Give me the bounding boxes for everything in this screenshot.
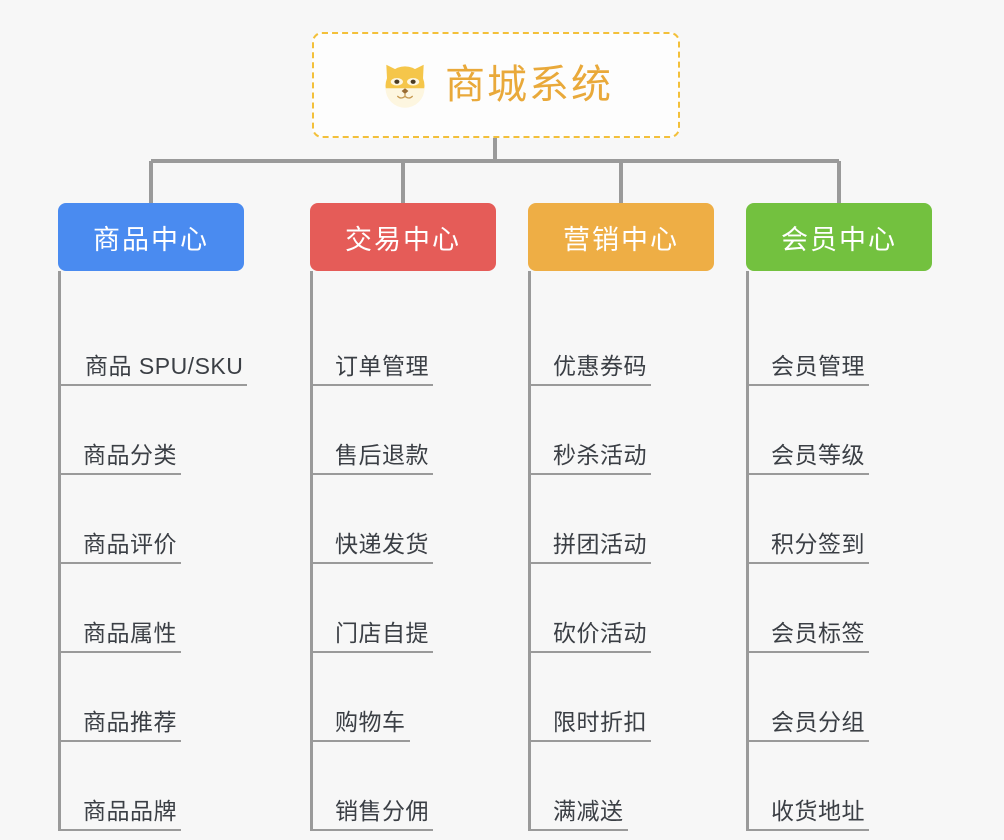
list-item[interactable]: 商品 SPU/SKU bbox=[61, 297, 285, 386]
list-item[interactable]: 限时折扣 bbox=[531, 653, 755, 742]
list-item[interactable]: 会员管理 bbox=[749, 297, 973, 386]
leaf-list-member: 会员管理 会员等级 积分签到 会员标签 会员分组 收货地址 bbox=[746, 271, 973, 831]
category-header-label: 会员中心 bbox=[781, 224, 897, 255]
leaf-label: 售后退款 bbox=[313, 444, 433, 475]
list-item[interactable]: 秒杀活动 bbox=[531, 386, 755, 475]
leaf-label: 商品 SPU/SKU bbox=[61, 355, 248, 386]
category-header-product[interactable]: 商品中心 bbox=[58, 203, 244, 271]
category-header-label: 营销中心 bbox=[563, 224, 679, 255]
leaf-label: 会员分组 bbox=[749, 711, 869, 742]
list-item[interactable]: 订单管理 bbox=[313, 297, 537, 386]
leaf-label: 收货地址 bbox=[749, 800, 869, 831]
leaf-list-marketing: 优惠券码 秒杀活动 拼团活动 砍价活动 限时折扣 满减送 bbox=[528, 271, 755, 831]
leaf-label: 砍价活动 bbox=[531, 622, 651, 653]
list-item[interactable]: 会员等级 bbox=[749, 386, 973, 475]
list-item[interactable]: 商品推荐 bbox=[61, 653, 285, 742]
leaf-label: 商品属性 bbox=[61, 622, 181, 653]
leaf-label: 秒杀活动 bbox=[531, 444, 651, 475]
leaf-label: 销售分佣 bbox=[313, 800, 433, 831]
list-item[interactable]: 商品分类 bbox=[61, 386, 285, 475]
list-item[interactable]: 商品品牌 bbox=[61, 742, 285, 831]
branch-column-trade: 交易中心 订单管理 售后退款 快递发货 门店自提 购物车 销售分佣 bbox=[310, 203, 550, 831]
leaf-list-product: 商品 SPU/SKU 商品分类 商品评价 商品属性 商品推荐 商品品牌 bbox=[58, 271, 285, 831]
list-item[interactable]: 购物车 bbox=[313, 653, 537, 742]
list-item[interactable]: 售后退款 bbox=[313, 386, 537, 475]
list-item[interactable]: 满减送 bbox=[531, 742, 755, 831]
leaf-label: 快递发货 bbox=[313, 533, 433, 564]
leaf-label: 订单管理 bbox=[313, 355, 433, 386]
category-header-label: 交易中心 bbox=[345, 224, 461, 255]
list-item[interactable]: 优惠券码 bbox=[531, 297, 755, 386]
list-item[interactable]: 砍价活动 bbox=[531, 564, 755, 653]
root-title: 商城系统 bbox=[445, 63, 613, 107]
leaf-label: 满减送 bbox=[531, 800, 628, 831]
leaf-list-trade: 订单管理 售后退款 快递发货 门店自提 购物车 销售分佣 bbox=[310, 271, 537, 831]
list-item[interactable]: 销售分佣 bbox=[313, 742, 537, 831]
list-item[interactable]: 收货地址 bbox=[749, 742, 973, 831]
list-item[interactable]: 商品评价 bbox=[61, 475, 285, 564]
list-item[interactable]: 积分签到 bbox=[749, 475, 973, 564]
branch-column-product: 商品中心 商品 SPU/SKU 商品分类 商品评价 商品属性 商品推荐 商品品牌 bbox=[58, 203, 298, 831]
leaf-label: 会员等级 bbox=[749, 444, 869, 475]
leaf-label: 门店自提 bbox=[313, 622, 433, 653]
leaf-label: 优惠券码 bbox=[531, 355, 651, 386]
leaf-label: 商品推荐 bbox=[61, 711, 181, 742]
list-item[interactable]: 商品属性 bbox=[61, 564, 285, 653]
list-item[interactable]: 拼团活动 bbox=[531, 475, 755, 564]
branch-column-member: 会员中心 会员管理 会员等级 积分签到 会员标签 会员分组 收货地址 bbox=[746, 203, 986, 831]
branch-column-marketing: 营销中心 优惠券码 秒杀活动 拼团活动 砍价活动 限时折扣 满减送 bbox=[528, 203, 768, 831]
list-item[interactable]: 快递发货 bbox=[313, 475, 537, 564]
category-header-trade[interactable]: 交易中心 bbox=[310, 203, 496, 271]
leaf-label: 商品评价 bbox=[61, 533, 181, 564]
list-item[interactable]: 会员标签 bbox=[749, 564, 973, 653]
leaf-label: 限时折扣 bbox=[531, 711, 651, 742]
leaf-label: 购物车 bbox=[313, 711, 410, 742]
root-node[interactable]: 商城系统 bbox=[312, 32, 680, 138]
leaf-label: 会员管理 bbox=[749, 355, 869, 386]
list-item[interactable]: 门店自提 bbox=[313, 564, 537, 653]
leaf-label: 积分签到 bbox=[749, 533, 869, 564]
leaf-label: 商品品牌 bbox=[61, 800, 181, 831]
leaf-label: 会员标签 bbox=[749, 622, 869, 653]
list-item[interactable]: 会员分组 bbox=[749, 653, 973, 742]
leaf-label: 商品分类 bbox=[61, 444, 181, 475]
leaf-label: 拼团活动 bbox=[531, 533, 651, 564]
category-header-member[interactable]: 会员中心 bbox=[746, 203, 932, 271]
category-header-label: 商品中心 bbox=[93, 224, 209, 255]
shiba-dog-face-icon bbox=[379, 59, 431, 111]
category-header-marketing[interactable]: 营销中心 bbox=[528, 203, 714, 271]
